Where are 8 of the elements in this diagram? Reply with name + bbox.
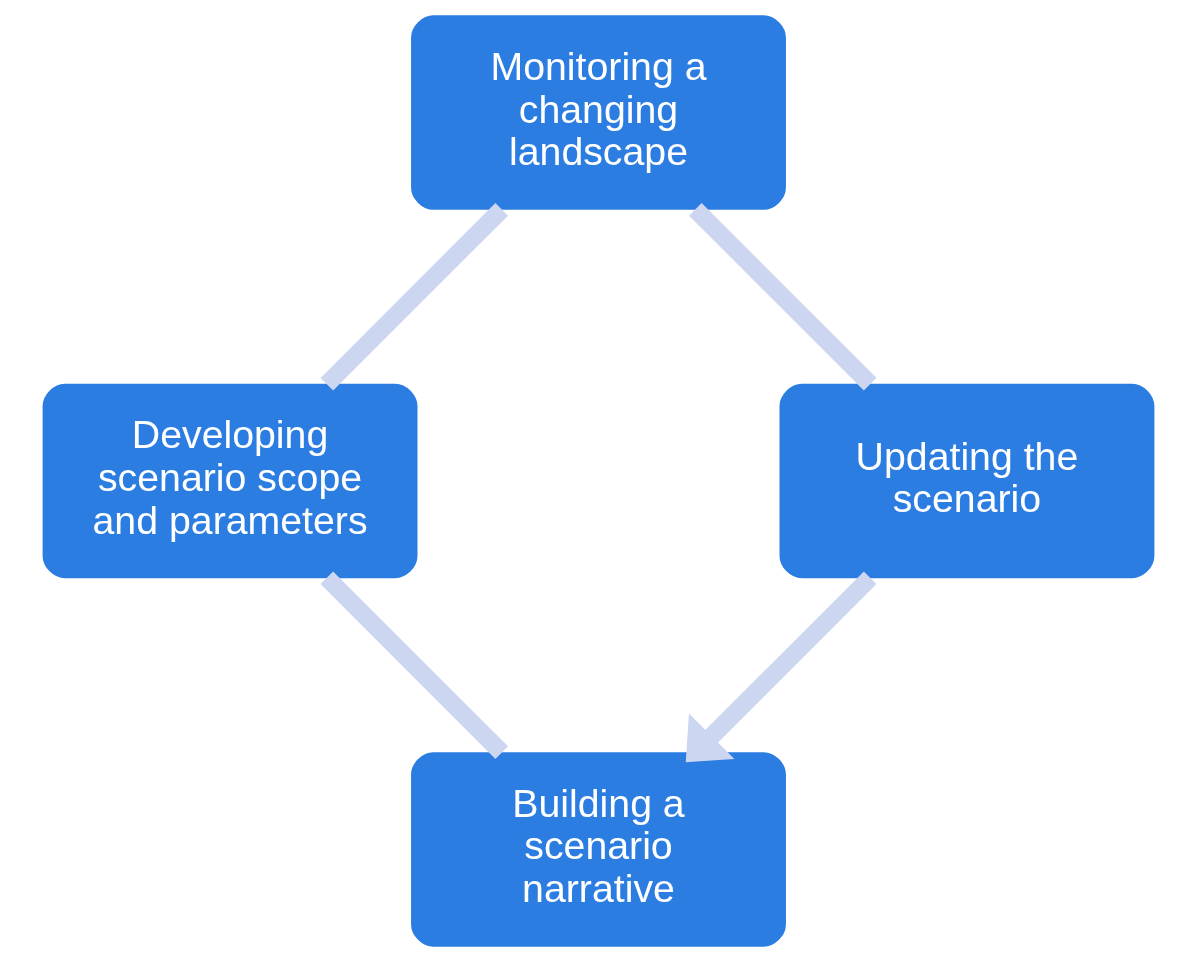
node-box: Developing scenario scope and parameters <box>42 383 417 578</box>
connector <box>688 202 876 390</box>
node-box: Updating the scenario <box>779 383 1154 578</box>
connector <box>320 202 508 390</box>
node-box: Monitoring a changing landscape <box>410 14 786 210</box>
node-box: Building a scenario narrative <box>410 751 786 947</box>
connector <box>320 570 508 759</box>
arrow <box>685 571 876 762</box>
